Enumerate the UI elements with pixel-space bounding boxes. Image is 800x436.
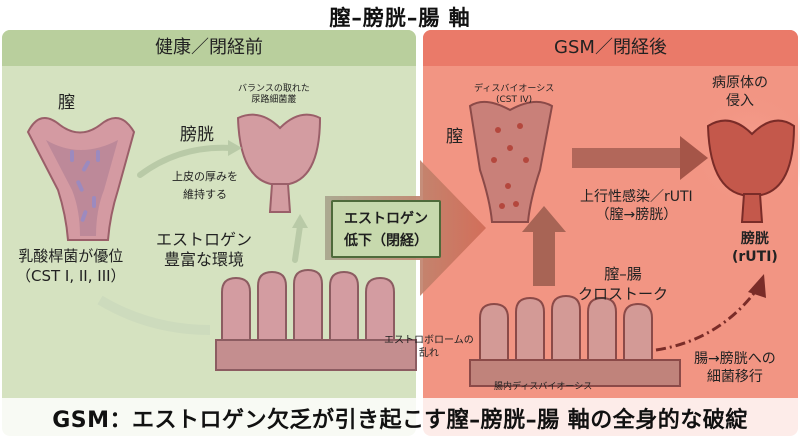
healthy-gut-illustration <box>215 268 417 371</box>
estrobolome-label: エストロボロームの 乱れ <box>384 335 474 359</box>
dysbiosis-label: ディスバイオーシス (CST IV) <box>474 84 555 105</box>
healthy-panel-header: 健康／閉経前 <box>2 30 416 66</box>
gsm-vagina-illustration <box>468 100 554 223</box>
healthy-vagina-illustration <box>26 117 136 241</box>
gsm-vagina-label: 膣 <box>446 127 463 147</box>
healthy-vagina-label: 膣 <box>58 93 75 113</box>
gsm-panel-header: GSM／閉経後 <box>423 30 798 66</box>
gsm-gut-illustration <box>469 294 681 387</box>
gsm-bladder-label: 膀胱 (rUTI) <box>732 231 778 265</box>
ascending-infection-label: 上行性感染／rUTI （膣→膀胱） <box>580 189 693 223</box>
pathogen-invasion-label: 病原体の 侵入 <box>712 75 768 109</box>
crosstalk-label: 膣–腸 クロストーク <box>578 265 669 303</box>
estrogen-rich-label: エストロゲン 豊富な環境 <box>156 230 253 269</box>
lactobacillus-label: 乳酸桿菌が優位 （CST I, II, III） <box>16 247 126 285</box>
bacterial-migration-label: 腸→膀胱への 細菌移行 <box>694 351 776 385</box>
gut-dysbiosis-label: 腸内ディスバイオーシス <box>494 382 593 392</box>
epithelium-label: 上皮の厚みを 維持する <box>172 170 238 201</box>
microbiome-label: バランスの取れた 尿路細菌叢 <box>238 84 310 105</box>
healthy-bladder-label: 膀胱 <box>180 125 214 145</box>
healthy-bladder-illustration <box>236 113 322 213</box>
diagram-title: 膣–膀胱–腸 軸 <box>329 6 471 30</box>
gsm-bladder-illustration <box>706 119 796 223</box>
caption-text: GSM：エストロゲン欠乏が引き起こす膣–膀胱–腸 軸の全身的な破綻 <box>52 408 748 433</box>
healthy-arrows <box>137 144 303 263</box>
caption-band <box>0 398 800 436</box>
estrogen-decline-box: エストロゲン 低下（閉経） <box>331 200 441 258</box>
gsm-arrows <box>522 136 766 352</box>
